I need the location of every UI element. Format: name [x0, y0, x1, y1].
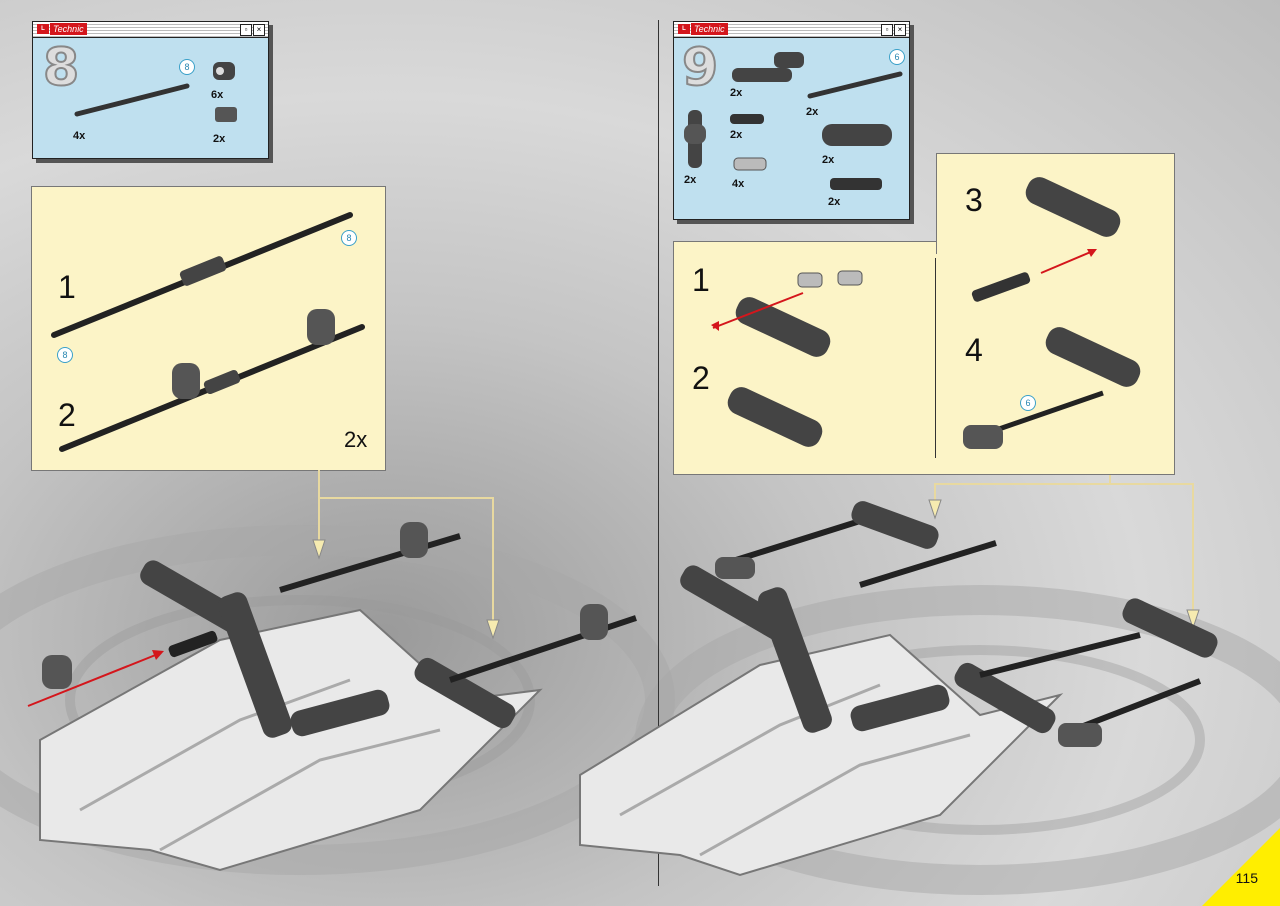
substep-label: 3 [965, 182, 983, 218]
repeat-count: 2x [344, 427, 368, 452]
substep-label: 2 [58, 397, 76, 433]
minimize-icon: ▫ [881, 24, 893, 36]
minimize-icon: ▫ [240, 24, 252, 36]
axle-length-badge: 8 [341, 230, 357, 246]
pin-icon [730, 114, 764, 124]
part-qty: 4x [73, 130, 86, 142]
connector-icon [213, 62, 235, 80]
substep-separator [935, 258, 936, 458]
axle-length-badge: 8 [57, 347, 73, 363]
cross-block-icon [684, 110, 706, 168]
part-qty: 2x [213, 133, 226, 145]
app-label: Technic [50, 23, 87, 35]
step8-parts-window: L Technic ▫ × 8 8 4x 6x 2x [32, 21, 269, 159]
close-icon: × [253, 24, 265, 36]
axle-assembly-icon [51, 212, 365, 452]
part-qty: 2x [806, 106, 819, 118]
parts-window-titlebar: L Technic ▫ × [674, 22, 909, 38]
step9-parts-window: L Technic ▫ × 9 2x 6 2x 2x 2x 2x 4x 2x [673, 21, 910, 220]
lego-logo-icon: L [678, 24, 690, 34]
model-assembly-right [579, 501, 1218, 877]
axle-length-badge: 6 [1020, 395, 1036, 411]
lego-logo-icon: L [37, 24, 49, 34]
substep-label: 4 [965, 332, 983, 368]
axle-icon [74, 83, 190, 117]
liftarm-substep-icons [711, 177, 1141, 449]
step8-substep-panel: 1 2 2x 8 8 [31, 186, 386, 471]
app-label: Technic [691, 23, 728, 35]
bent-liftarm-icon [732, 52, 804, 82]
page-corner [1202, 828, 1280, 906]
page-divider [658, 20, 659, 886]
substep-label: 2 [692, 360, 710, 396]
axle-icon [807, 71, 903, 99]
part-qty: 2x [730, 87, 743, 99]
part-qty: 4x [732, 178, 745, 190]
axle-length-badge: 8 [179, 59, 195, 75]
substep-label: 1 [692, 262, 710, 298]
step-number: 8 [42, 37, 80, 99]
part-qty: 2x [822, 154, 835, 166]
step-number: 9 [681, 37, 719, 99]
part-qty: 2x [828, 196, 841, 208]
part-qty: 2x [684, 174, 697, 186]
part-qty: 6x [211, 89, 224, 101]
parts-window-titlebar: L Technic ▫ × [33, 22, 268, 38]
long-pin-icon [733, 157, 767, 171]
axle-pin-icon [830, 178, 882, 190]
substep-label: 1 [58, 269, 76, 305]
close-icon: × [894, 24, 906, 36]
model-assembly-left [39, 522, 637, 872]
page-number: 115 [1235, 870, 1258, 886]
joiner-icon [215, 107, 237, 122]
part-qty: 2x [730, 129, 743, 141]
axle-length-badge: 6 [889, 49, 905, 65]
liftarm-icon [822, 124, 892, 146]
